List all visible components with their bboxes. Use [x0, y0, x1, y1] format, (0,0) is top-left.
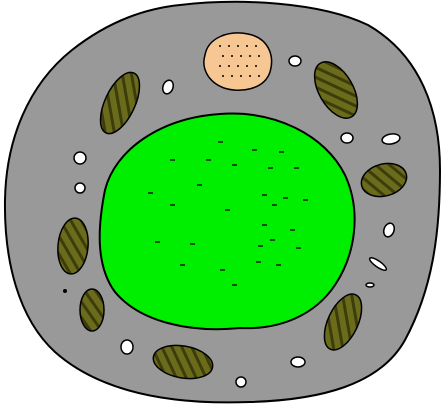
round-body-dot	[255, 65, 257, 67]
round-body-dot	[237, 45, 239, 47]
small-body	[75, 183, 85, 193]
round-body-dot	[258, 75, 260, 77]
round-body-dot	[231, 55, 233, 57]
round-body-dot	[258, 55, 260, 57]
round-body-dot	[228, 45, 230, 47]
oval-body	[80, 289, 104, 331]
small-body	[236, 377, 246, 387]
small-body	[74, 152, 86, 164]
central-body	[100, 114, 355, 330]
round-body-dot	[246, 45, 248, 47]
round-body-dot	[222, 75, 224, 77]
round-body-dot	[228, 65, 230, 67]
round-body-dot	[240, 75, 242, 77]
round-body-dot	[219, 65, 221, 67]
round-body-dot	[255, 45, 257, 47]
small-body	[289, 56, 301, 66]
small-body	[341, 133, 353, 143]
round-body	[204, 33, 272, 90]
round-body-dot	[237, 65, 239, 67]
round-body-dot	[222, 55, 224, 57]
small-body	[291, 357, 305, 367]
round-body-dot	[249, 55, 251, 57]
round-body-dot	[249, 75, 251, 77]
round-body-dot	[231, 75, 233, 77]
small-body	[366, 283, 374, 287]
round-body-dot	[240, 55, 242, 57]
round-body-dot	[219, 45, 221, 47]
round-body-dot	[246, 65, 248, 67]
tiny-dot	[63, 289, 67, 293]
small-body	[121, 340, 133, 354]
